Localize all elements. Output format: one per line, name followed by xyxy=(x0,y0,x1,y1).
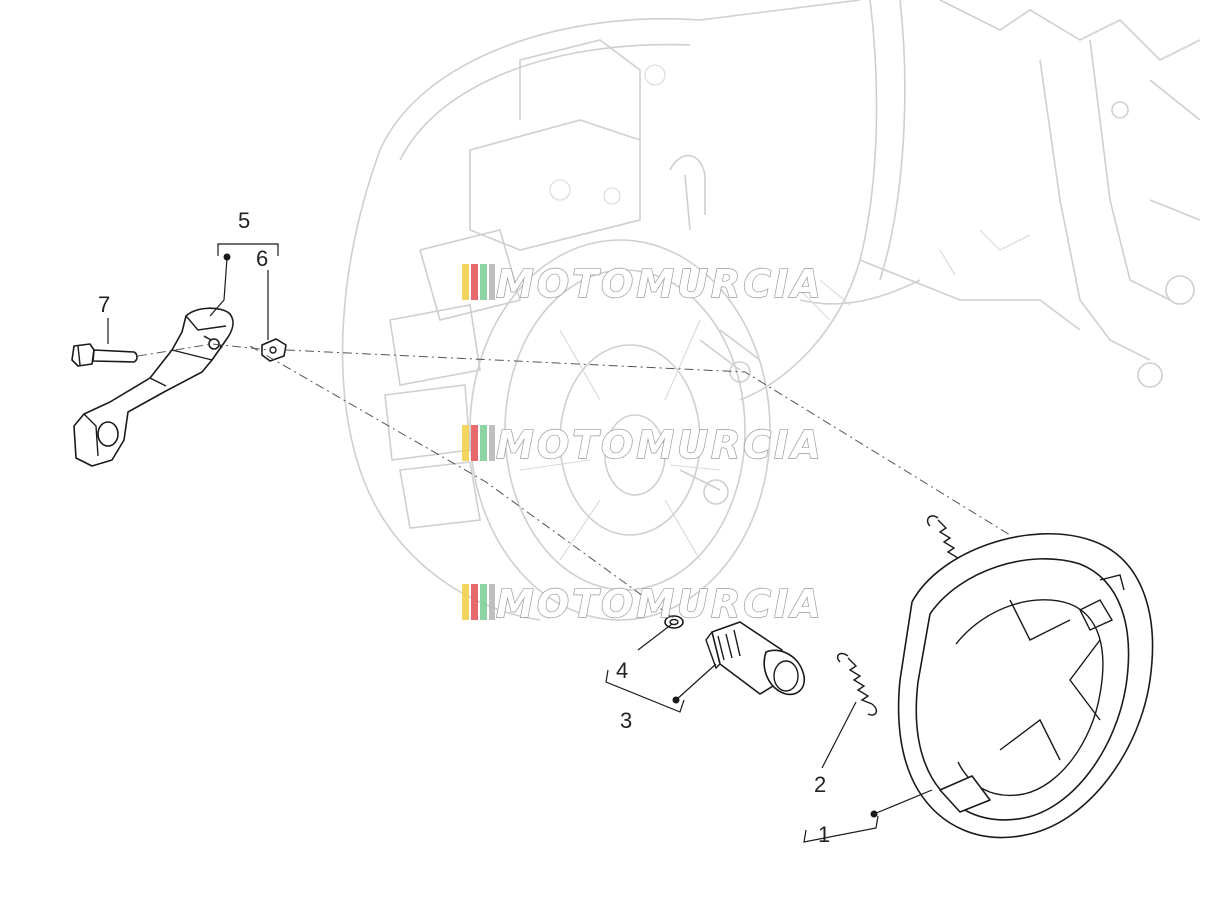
callout-1: 1 xyxy=(818,822,830,847)
watermark-stripe xyxy=(471,264,478,300)
hex-bolt xyxy=(71,343,138,367)
brake-cam-shaft xyxy=(705,621,806,696)
watermark-stripe xyxy=(480,264,487,300)
watermark-stripe xyxy=(471,584,478,620)
callout-4: 4 xyxy=(616,658,628,683)
watermark-text: MOTOMURCIA xyxy=(496,262,824,306)
watermark-text: MOTOMURCIA xyxy=(496,582,824,626)
callout-labels: 5 6 7 4 3 2 1 xyxy=(98,208,830,847)
small-washer xyxy=(664,615,684,629)
watermark-text: MOTOMURCIA xyxy=(496,423,824,467)
callout-6: 6 xyxy=(256,246,268,271)
watermark-top: MOTOMURCIA xyxy=(462,261,824,307)
brake-shoe-pair xyxy=(897,532,1154,839)
watermark-stripe xyxy=(471,425,478,461)
watermark-stripe xyxy=(462,264,469,300)
watermark-stripe xyxy=(489,264,495,300)
callout-3: 3 xyxy=(620,708,632,733)
watermark-stripe xyxy=(489,425,495,461)
watermark-stripe xyxy=(462,584,469,620)
engine-background xyxy=(341,0,1201,621)
callout-7: 7 xyxy=(98,292,110,317)
assembly-axes xyxy=(137,343,1011,621)
callout-leaders xyxy=(107,243,933,843)
return-spring-lower xyxy=(836,652,878,716)
brake-cam-lever xyxy=(73,307,234,467)
watermark-stripe xyxy=(462,425,469,461)
watermark-stripe xyxy=(480,584,487,620)
watermark-stripe xyxy=(489,584,495,620)
callout-5: 5 xyxy=(238,208,250,233)
watermark-middle: MOTOMURCIA xyxy=(462,422,824,468)
watermark-bottom: MOTOMURCIA xyxy=(462,581,824,627)
callout-2: 2 xyxy=(814,772,826,797)
watermark-stripe xyxy=(480,425,487,461)
